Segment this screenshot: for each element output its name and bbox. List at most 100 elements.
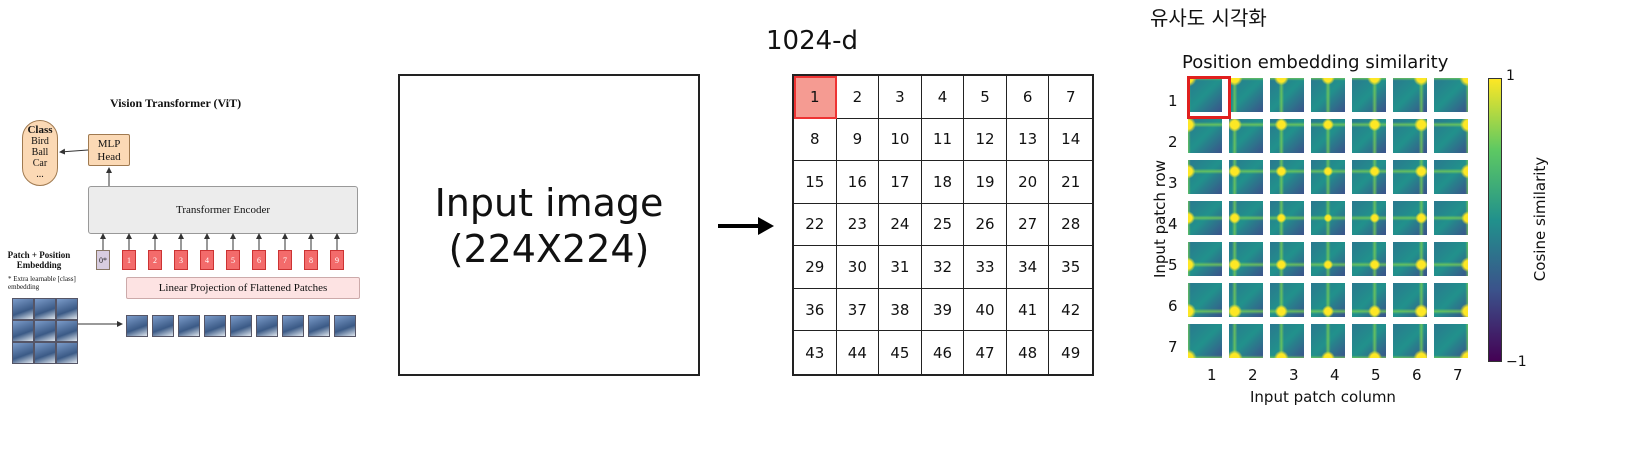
- image-patch: [56, 320, 78, 342]
- heatmap-tile: [1311, 283, 1345, 317]
- heatmap-tile: [1188, 283, 1222, 317]
- col-tick-label: 5: [1371, 366, 1381, 384]
- image-patch: [12, 298, 34, 320]
- patch-cell: 20: [1006, 161, 1050, 204]
- heatmap-tile: [1229, 242, 1263, 276]
- right-arrow-icon: [718, 217, 774, 235]
- patch-cell: 47: [964, 331, 1007, 374]
- heatmap-tile: [1434, 160, 1468, 194]
- patch-token: 6: [252, 250, 266, 270]
- patch-position-label: Patch + Position Embedding: [7, 250, 71, 270]
- patch-cell: 43: [794, 331, 837, 374]
- heatmap-tile: [1311, 78, 1345, 112]
- heatmap-tile: [1393, 119, 1427, 153]
- patch-token: 9: [330, 250, 344, 270]
- patch-cell: 42: [1049, 289, 1092, 332]
- image-patch: [204, 315, 226, 337]
- patch-cell: 31: [879, 246, 922, 289]
- patch-cell: 10: [879, 118, 922, 162]
- col-tick-label: 3: [1289, 366, 1299, 384]
- heatmap-tile: [1311, 201, 1345, 235]
- heatmap-tile: [1270, 201, 1304, 235]
- row-tick-label: 6: [1168, 297, 1178, 315]
- patch-cell: 18: [921, 161, 965, 204]
- heatmap-tile: [1311, 160, 1345, 194]
- image-patch: [34, 320, 56, 342]
- heatmap-tile: [1393, 242, 1427, 276]
- patch-cell: 17: [879, 161, 922, 204]
- patch-cell: 1: [794, 76, 837, 119]
- patch-token: 8: [304, 250, 318, 270]
- patch-cell: 3: [879, 76, 922, 119]
- row-tick-label: 5: [1168, 256, 1178, 274]
- patch-cell: 5: [964, 76, 1007, 119]
- mlp-head-line: MLP: [97, 138, 121, 150]
- col-tick-label: 6: [1412, 366, 1422, 384]
- row-tick-label: 4: [1168, 215, 1178, 233]
- patch-cell: 15: [794, 161, 837, 204]
- input-image-label: Input image (224X224): [398, 180, 700, 272]
- heatmap-tile: [1393, 283, 1427, 317]
- patch-cell: 21: [1049, 161, 1092, 204]
- heatmap-y-axis-label: Input patch row: [1151, 160, 1169, 279]
- row-tick-label: 3: [1168, 174, 1178, 192]
- colorbar: [1488, 78, 1502, 362]
- vit-arrows: [59, 148, 340, 327]
- heatmap-title: Position embedding similarity: [1182, 52, 1449, 73]
- linear-projection-box: Linear Projection of Flattened Patches: [126, 277, 360, 299]
- patch-cell: 41: [1006, 288, 1050, 332]
- patch-cell: 46: [922, 331, 965, 374]
- class-token: 0*: [96, 250, 110, 270]
- heatmap-tile: [1393, 201, 1427, 235]
- heatmap-tile: [1352, 242, 1386, 276]
- patch-cell: 26: [964, 203, 1007, 247]
- patch-cell: 19: [964, 161, 1007, 204]
- mlp-head-box: MLP Head: [88, 134, 130, 166]
- heatmap-tile: [1352, 119, 1386, 153]
- patch-cell: 8: [794, 118, 837, 162]
- image-patch: [334, 315, 356, 337]
- patch-cell: 49: [1061, 343, 1081, 362]
- input-image-box: [398, 74, 700, 376]
- heatmap-tile: [1188, 324, 1222, 358]
- heatmap-tile: [1434, 283, 1468, 317]
- vit-title: Vision Transformer (ViT): [110, 96, 242, 110]
- patch-cell: 38: [879, 288, 922, 332]
- patch-cell: 7: [1049, 76, 1092, 119]
- class-item: Bird: [31, 136, 49, 147]
- col-tick-label: 2: [1248, 366, 1258, 384]
- colorbar-min-label: −1: [1506, 354, 1527, 370]
- patch-cell: 25: [921, 203, 965, 247]
- patch-cell: 40: [964, 288, 1007, 332]
- similarity-visualization-title: 유사도 시각화: [1150, 6, 1267, 30]
- patch-token: 1: [122, 250, 136, 270]
- patch-cell: 23: [836, 203, 880, 247]
- similarity-heatmap: [1188, 78, 1476, 366]
- image-patch: [178, 315, 200, 337]
- heatmap-tile: [1188, 201, 1222, 235]
- heatmap-tile: [1188, 119, 1222, 153]
- heatmap-tile: [1270, 324, 1304, 358]
- heatmap-tile: [1393, 324, 1427, 358]
- patch-cell: 16: [836, 161, 880, 204]
- heatmap-tile: [1434, 78, 1468, 112]
- row-tick-label: 7: [1168, 338, 1178, 356]
- image-patch: [126, 315, 148, 337]
- heatmap-tile: [1311, 242, 1345, 276]
- heatmap-tile: [1352, 283, 1386, 317]
- patch-cell: 11: [921, 118, 965, 162]
- patch-cell: 39: [921, 288, 965, 332]
- grid-dimension-label: 1024-d: [766, 26, 859, 56]
- heatmap-tile: [1393, 160, 1427, 194]
- heatmap-tile: [1188, 160, 1222, 194]
- patch-cell: 2: [836, 76, 880, 119]
- patch-token: 2: [148, 250, 162, 270]
- class-heading: Class: [27, 124, 53, 136]
- heatmap-tile: [1270, 160, 1304, 194]
- image-patch: [12, 342, 34, 364]
- col-tick-label: 1: [1207, 366, 1217, 384]
- heatmap-tile: [1434, 242, 1468, 276]
- heatmap-tile: [1188, 242, 1222, 276]
- patch-cell: 45: [879, 331, 922, 374]
